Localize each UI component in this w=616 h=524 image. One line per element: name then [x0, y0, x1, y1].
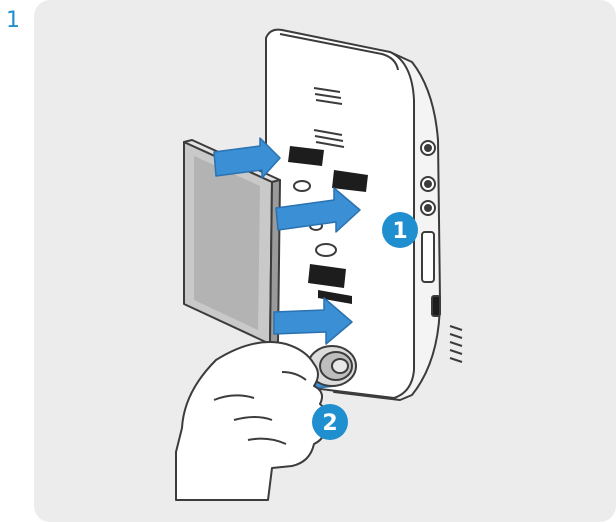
- badge-2-label: 2: [322, 411, 337, 436]
- step-number: 1: [6, 10, 20, 32]
- vent-grille-side: [450, 326, 462, 362]
- illustration-panel: 1 2: [34, 0, 616, 522]
- badge-1-label: 1: [392, 219, 407, 244]
- badge-2: 2: [312, 404, 348, 440]
- hand: [176, 342, 325, 500]
- badge-1: 1: [382, 212, 418, 248]
- dashcam-mount-illustration: 1 2: [34, 0, 616, 522]
